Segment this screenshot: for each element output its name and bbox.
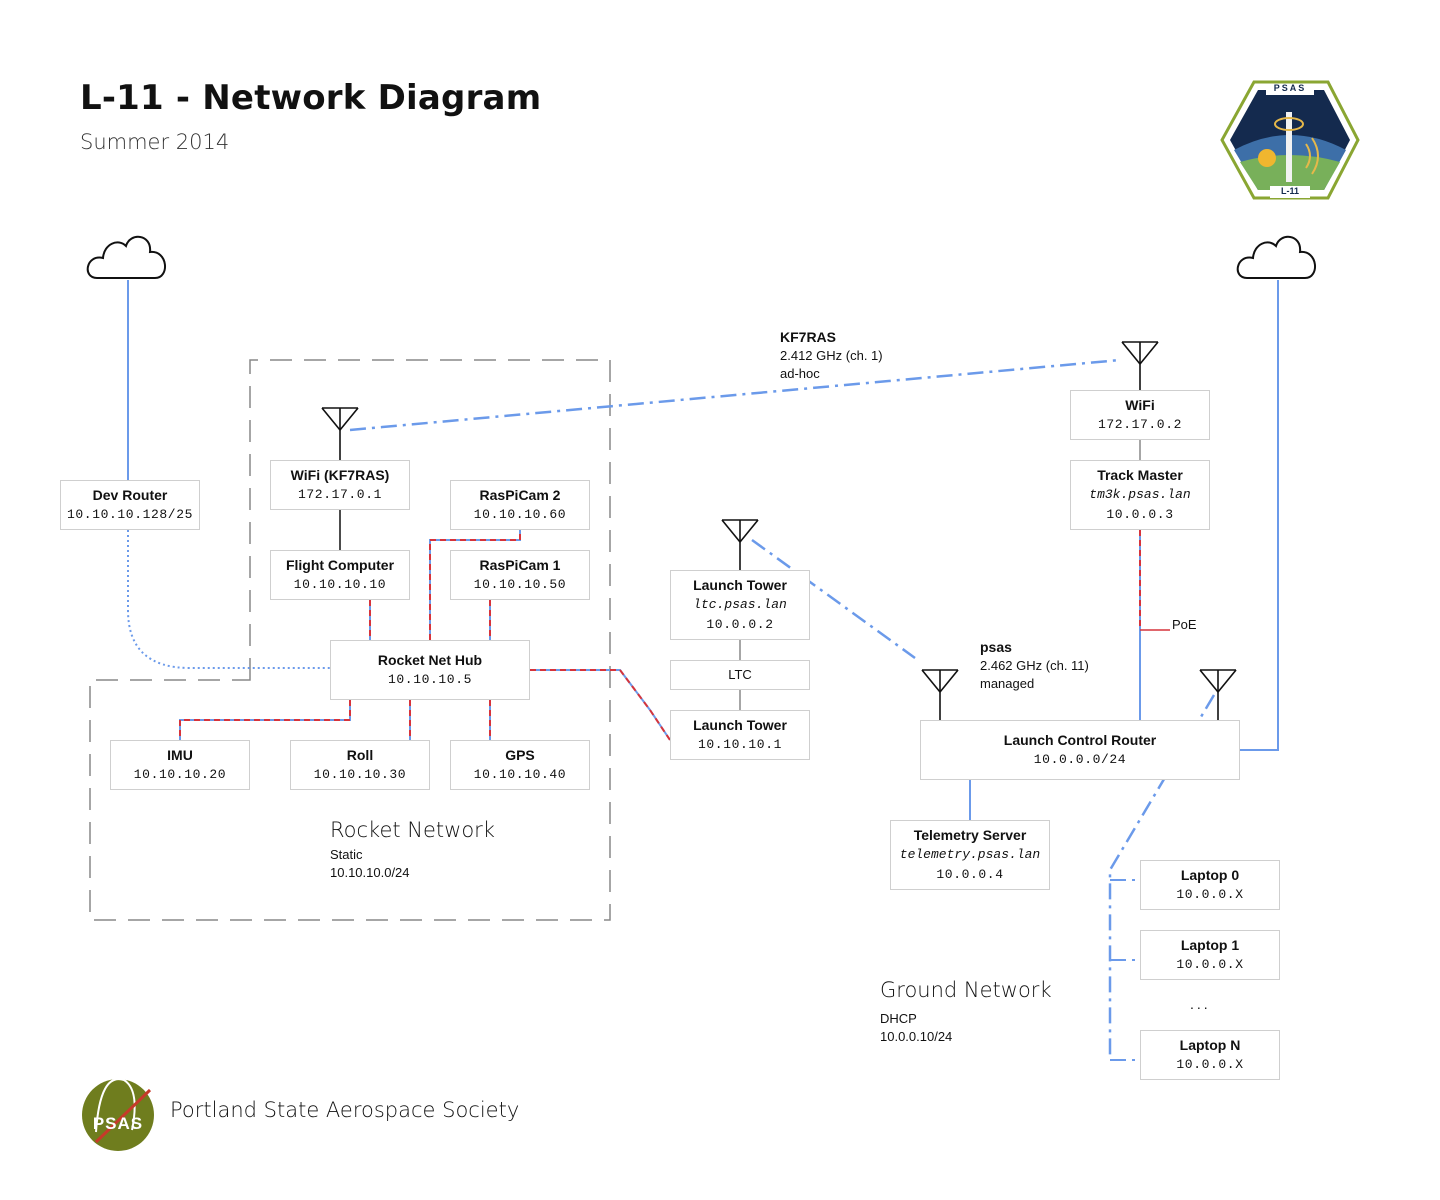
antenna-icon-rocket (321, 407, 359, 460)
laptop1-name: Laptop 1 (1180, 937, 1240, 953)
flight-computer-name: Flight Computer (285, 557, 395, 573)
page-title: L-11 - Network Diagram (80, 78, 542, 118)
launch-tower-top-host: ltc.psas.lan (693, 597, 787, 612)
track-master-host: tm3k.psas.lan (1089, 487, 1191, 502)
psas-freq: 2.462 GHz (ch. 11) (980, 658, 1089, 673)
psas-label: psas 2.462 GHz (ch. 11) managed (980, 638, 1089, 693)
gps-node[interactable]: GPS 10.10.10.40 (450, 740, 590, 790)
track-master-node[interactable]: Track Master tm3k.psas.lan 10.0.0.3 (1070, 460, 1210, 530)
gps-ip: 10.10.10.40 (473, 767, 567, 782)
rocket-hub-node[interactable]: Rocket Net Hub 10.10.10.5 (330, 640, 530, 700)
wifi-rocket-ip: 172.17.0.1 (297, 487, 382, 502)
wifi-ground-node[interactable]: WiFi 172.17.0.2 (1070, 390, 1210, 440)
psas-mode: managed (980, 676, 1035, 691)
kf7ras-label: KF7RAS 2.412 GHz (ch. 1) ad-hoc (780, 328, 883, 383)
wifi-rocket-node[interactable]: WiFi (KF7RAS) 172.17.0.1 (270, 460, 410, 510)
roll-name: Roll (346, 747, 374, 763)
badge-top-text: PSAS (1273, 83, 1307, 93)
antenna-icon-launch-tower (721, 519, 759, 570)
ground-network-info: DHCP 10.0.0.10/24 (880, 1010, 952, 1046)
launch-tower-bottom-node[interactable]: Launch Tower 10.10.10.1 (670, 710, 810, 760)
laptop1-ip: 10.0.0.X (1176, 957, 1244, 972)
laptop1-node[interactable]: Laptop 1 10.0.0.X (1140, 930, 1280, 980)
launch-tower-top-ip: 10.0.0.2 (706, 617, 774, 632)
launch-tower-bottom-name: Launch Tower (693, 717, 787, 733)
laptopN-ip: 10.0.0.X (1176, 1057, 1244, 1072)
kf7ras-wireless-link (349, 358, 1121, 432)
imu-node[interactable]: IMU 10.10.10.20 (110, 740, 250, 790)
rocket-network-subnet: 10.10.10.0/24 (330, 865, 410, 880)
poe-links (179, 530, 1170, 741)
launch-control-router-node[interactable]: Launch Control Router 10.0.0.0/24 (920, 720, 1240, 780)
rocket-network-info: Static 10.10.10.0/24 (330, 846, 410, 882)
launch-tower-top-name: Launch Tower (693, 577, 787, 593)
launch-tower-top-node[interactable]: Launch Tower ltc.psas.lan 10.0.0.2 (670, 570, 810, 640)
imu-name: IMU (167, 747, 193, 763)
rocket-network-type: Static (330, 847, 363, 862)
laptopN-name: Laptop N (1179, 1037, 1241, 1053)
dev-router-node[interactable]: Dev Router 10.10.10.128/25 (60, 480, 200, 530)
flight-computer-node[interactable]: Flight Computer 10.10.10.10 (270, 550, 410, 600)
cloud-icon-left (86, 236, 166, 279)
poe-label: PoE (1172, 617, 1197, 632)
laptop0-node[interactable]: Laptop 0 10.0.0.X (1140, 860, 1280, 910)
cloud-icon-right (1236, 236, 1316, 279)
antenna-icon-router-left (921, 669, 959, 720)
launch-control-router-name: Launch Control Router (1003, 732, 1157, 748)
wifi-rocket-name: WiFi (KF7RAS) (290, 467, 390, 483)
antenna-icon-ground-wifi (1121, 341, 1159, 390)
track-master-ip: 10.0.0.3 (1106, 507, 1174, 522)
page-subtitle: Summer 2014 (80, 130, 230, 154)
organization-name: Portland State Aerospace Society (170, 1098, 520, 1122)
imu-ip: 10.10.10.20 (133, 767, 227, 782)
ground-network-type: DHCP (880, 1011, 917, 1026)
raspicam2-ip: 10.10.10.60 (473, 507, 567, 522)
roll-node[interactable]: Roll 10.10.10.30 (290, 740, 430, 790)
rocket-hub-ip: 10.10.10.5 (387, 672, 472, 687)
raspicam2-node[interactable]: RasPiCam 2 10.10.10.60 (450, 480, 590, 530)
telemetry-server-host: telemetry.psas.lan (899, 847, 1041, 862)
dev-router-ip: 10.10.10.128/25 (66, 507, 194, 522)
telemetry-server-name: Telemetry Server (913, 827, 1027, 843)
wifi-ground-name: WiFi (1125, 397, 1155, 413)
kf7ras-mode: ad-hoc (780, 366, 820, 381)
telemetry-server-ip: 10.0.0.4 (936, 867, 1004, 882)
gps-name: GPS (505, 747, 535, 763)
laptop0-name: Laptop 0 (1180, 867, 1240, 883)
psas-logo-text: PSAS (92, 1114, 144, 1133)
rocket-network-title: Rocket Network (330, 818, 495, 842)
dev-router-name: Dev Router (92, 487, 168, 503)
laptop-ellipsis: ... (1190, 996, 1211, 1012)
rocket-network-zone (89, 359, 611, 921)
ltc-name: LTC (728, 667, 752, 682)
kf7ras-freq: 2.412 GHz (ch. 1) (780, 348, 883, 363)
psas-name: psas (980, 639, 1012, 655)
psas-wireless-link (751, 538, 916, 660)
ground-network-subnet: 10.0.0.10/24 (880, 1029, 953, 1044)
wifi-ground-ip: 172.17.0.2 (1097, 417, 1182, 432)
laptop0-ip: 10.0.0.X (1176, 887, 1244, 902)
antenna-icon-router-right (1199, 669, 1237, 720)
track-master-name: Track Master (1097, 467, 1183, 483)
rocket-hub-name: Rocket Net Hub (377, 652, 483, 668)
ground-network-title: Ground Network (880, 978, 1052, 1002)
flight-computer-ip: 10.10.10.10 (293, 577, 387, 592)
launch-control-uplink (1240, 280, 1279, 751)
launch-control-router-ip: 10.0.0.0/24 (1033, 752, 1127, 767)
ltc-node[interactable]: LTC (670, 660, 810, 690)
psas-logo-icon (82, 1078, 154, 1151)
raspicam2-name: RasPiCam 2 (479, 487, 561, 503)
telemetry-server-node[interactable]: Telemetry Server telemetry.psas.lan 10.0… (890, 820, 1050, 890)
laptopN-node[interactable]: Laptop N 10.0.0.X (1140, 1030, 1280, 1080)
raspicam1-name: RasPiCam 1 (479, 557, 561, 573)
roll-ip: 10.10.10.30 (313, 767, 407, 782)
kf7ras-name: KF7RAS (780, 329, 837, 345)
badge-bottom-text: L-11 (1280, 186, 1299, 196)
launch-tower-bottom-ip: 10.10.10.1 (697, 737, 782, 752)
raspicam1-ip: 10.10.10.50 (473, 577, 567, 592)
raspicam1-node[interactable]: RasPiCam 1 10.10.10.50 (450, 550, 590, 600)
mission-badge-icon (1220, 80, 1360, 200)
